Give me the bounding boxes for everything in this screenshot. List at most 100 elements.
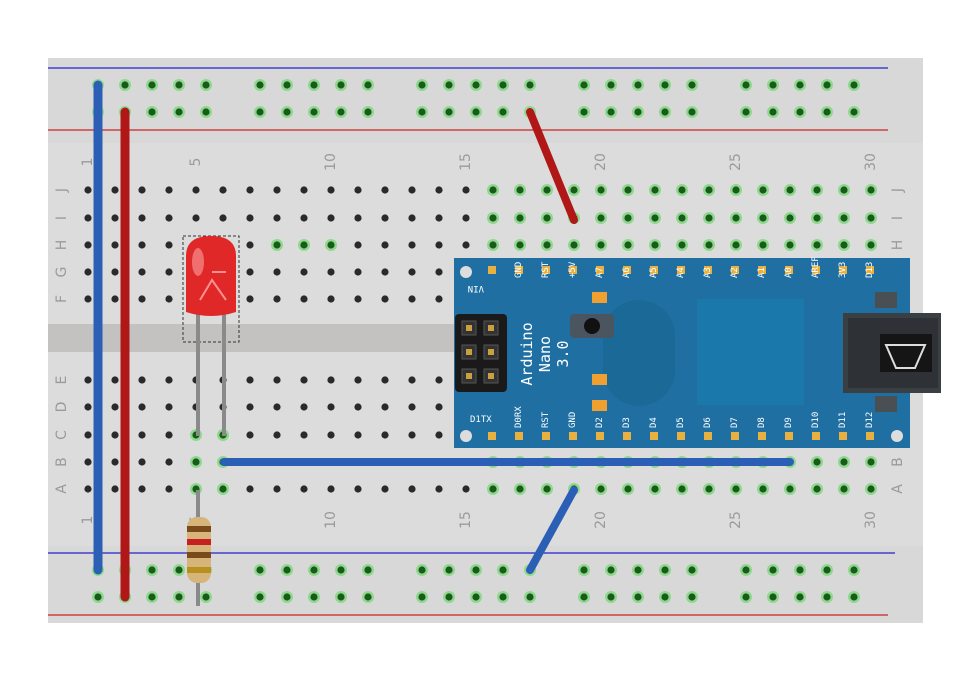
breadboard-hole[interactable]: [273, 214, 281, 222]
breadboard-hole[interactable]: [543, 241, 551, 249]
breadboard-hole[interactable]: [435, 376, 443, 384]
rail-hole[interactable]: [175, 566, 183, 574]
breadboard-hole[interactable]: [732, 214, 740, 222]
breadboard-hole[interactable]: [759, 214, 767, 222]
rail-hole[interactable]: [148, 81, 156, 89]
breadboard-hole[interactable]: [246, 431, 254, 439]
rail-hole[interactable]: [742, 81, 750, 89]
breadboard-hole[interactable]: [678, 485, 686, 493]
red-5v-jumper[interactable]: [526, 108, 578, 224]
breadboard-hole[interactable]: [138, 214, 146, 222]
breadboard-hole[interactable]: [111, 241, 119, 249]
breadboard-hole[interactable]: [489, 485, 497, 493]
breadboard-hole[interactable]: [354, 295, 362, 303]
breadboard-hole[interactable]: [138, 431, 146, 439]
breadboard-hole[interactable]: [381, 241, 389, 249]
breadboard-hole[interactable]: [732, 241, 740, 249]
rail-hole[interactable]: [769, 566, 777, 574]
breadboard-hole[interactable]: [408, 241, 416, 249]
breadboard-hole[interactable]: [111, 485, 119, 493]
rail-hole[interactable]: [661, 108, 669, 116]
breadboard-hole[interactable]: [840, 214, 848, 222]
breadboard-hole[interactable]: [327, 268, 335, 276]
rail-hole[interactable]: [283, 108, 291, 116]
rail-hole[interactable]: [148, 593, 156, 601]
arduino-pin-pad[interactable]: [515, 432, 523, 440]
rail-hole[interactable]: [850, 81, 858, 89]
arduino-pin-pad[interactable]: [704, 432, 712, 440]
arduino-pin-pad[interactable]: [569, 432, 577, 440]
breadboard-hole[interactable]: [111, 186, 119, 194]
rail-hole[interactable]: [823, 566, 831, 574]
breadboard-hole[interactable]: [300, 268, 308, 276]
breadboard-hole[interactable]: [111, 403, 119, 411]
breadboard-hole[interactable]: [435, 241, 443, 249]
rail-hole[interactable]: [634, 81, 642, 89]
rail-hole[interactable]: [580, 593, 588, 601]
breadboard-hole[interactable]: [300, 214, 308, 222]
rail-hole[interactable]: [769, 108, 777, 116]
breadboard-hole[interactable]: [84, 403, 92, 411]
breadboard-hole[interactable]: [354, 431, 362, 439]
rail-hole[interactable]: [796, 566, 804, 574]
rail-hole[interactable]: [796, 108, 804, 116]
breadboard-hole[interactable]: [246, 268, 254, 276]
rail-hole[interactable]: [283, 593, 291, 601]
breadboard-hole[interactable]: [354, 214, 362, 222]
breadboard-hole[interactable]: [165, 186, 173, 194]
arduino-pin-pad[interactable]: [812, 432, 820, 440]
rail-hole[interactable]: [94, 593, 102, 601]
arduino-pin-pad[interactable]: [704, 266, 712, 274]
breadboard-hole[interactable]: [246, 376, 254, 384]
rail-hole[interactable]: [418, 593, 426, 601]
breadboard-hole[interactable]: [705, 485, 713, 493]
breadboard-hole[interactable]: [435, 485, 443, 493]
breadboard-hole[interactable]: [813, 241, 821, 249]
rail-hole[interactable]: [580, 108, 588, 116]
arduino-pin-pad[interactable]: [731, 266, 739, 274]
breadboard-hole[interactable]: [354, 186, 362, 194]
rail-hole[interactable]: [499, 108, 507, 116]
breadboard-hole[interactable]: [408, 214, 416, 222]
breadboard-hole[interactable]: [624, 485, 632, 493]
breadboard-hole[interactable]: [543, 214, 551, 222]
breadboard-hole[interactable]: [138, 458, 146, 466]
breadboard-hole[interactable]: [840, 458, 848, 466]
breadboard-hole[interactable]: [84, 376, 92, 384]
rail-hole[interactable]: [175, 593, 183, 601]
breadboard-hole[interactable]: [381, 431, 389, 439]
breadboard-hole[interactable]: [435, 403, 443, 411]
breadboard-hole[interactable]: [624, 214, 632, 222]
breadboard-hole[interactable]: [462, 485, 470, 493]
arduino-pin-pad[interactable]: [785, 266, 793, 274]
breadboard-hole[interactable]: [705, 214, 713, 222]
breadboard-hole[interactable]: [813, 458, 821, 466]
breadboard-hole[interactable]: [489, 241, 497, 249]
breadboard-hole[interactable]: [408, 485, 416, 493]
breadboard-hole[interactable]: [111, 295, 119, 303]
arduino-pin-pad[interactable]: [839, 266, 847, 274]
rail-hole[interactable]: [580, 81, 588, 89]
rail-hole[interactable]: [634, 108, 642, 116]
rail-hole[interactable]: [364, 593, 372, 601]
breadboard-hole[interactable]: [138, 403, 146, 411]
rail-hole[interactable]: [823, 593, 831, 601]
breadboard-hole[interactable]: [138, 268, 146, 276]
breadboard-hole[interactable]: [192, 458, 200, 466]
breadboard-hole[interactable]: [192, 186, 200, 194]
breadboard-hole[interactable]: [651, 485, 659, 493]
breadboard-hole[interactable]: [516, 214, 524, 222]
rail-hole[interactable]: [823, 81, 831, 89]
arduino-pin-pad[interactable]: [866, 432, 874, 440]
breadboard-hole[interactable]: [300, 431, 308, 439]
arduino-pin-pad[interactable]: [866, 266, 874, 274]
rail-hole[interactable]: [445, 566, 453, 574]
rail-hole[interactable]: [445, 593, 453, 601]
breadboard-hole[interactable]: [462, 241, 470, 249]
breadboard-hole[interactable]: [300, 403, 308, 411]
rail-hole[interactable]: [202, 593, 210, 601]
breadboard-hole[interactable]: [138, 241, 146, 249]
breadboard-hole[interactable]: [786, 241, 794, 249]
breadboard-hole[interactable]: [327, 376, 335, 384]
breadboard-hole[interactable]: [111, 268, 119, 276]
